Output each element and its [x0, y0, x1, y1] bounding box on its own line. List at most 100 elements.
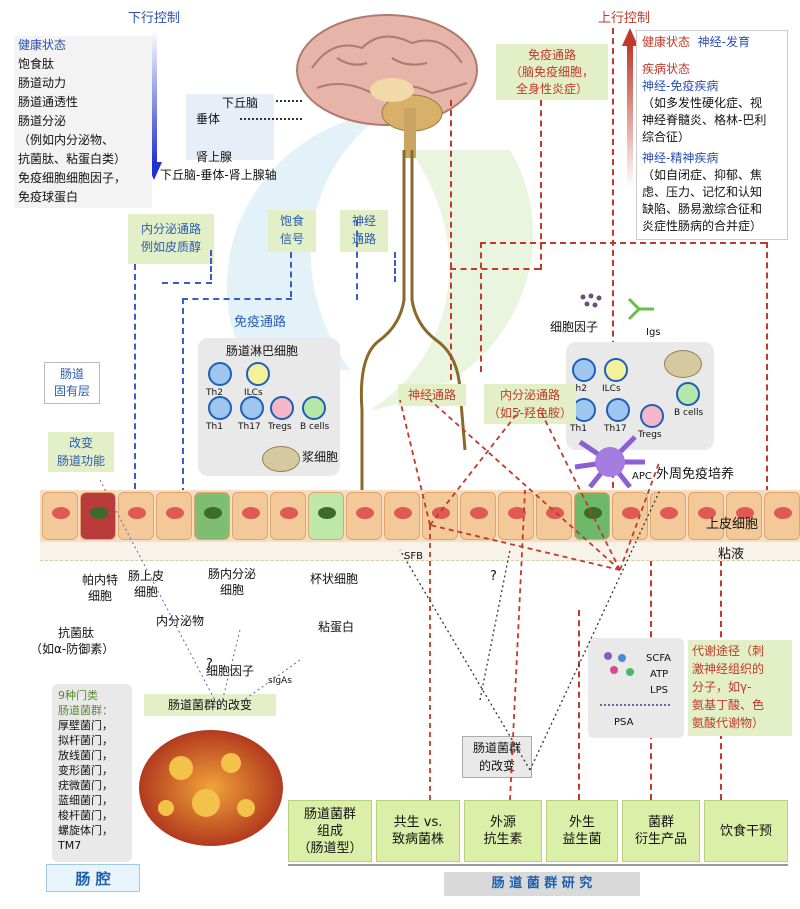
neuro-psych-line-2: 缺陷、肠易激综合征和 — [642, 202, 763, 216]
right-cell-label-0: Th2 — [570, 384, 587, 394]
down-line-8 — [394, 252, 396, 282]
research-box-text: 外源抗生素 — [483, 814, 522, 848]
pituitary: 垂体 — [196, 112, 221, 126]
cell-nucleus — [242, 507, 260, 519]
endocrine-pathway-red: 内分泌通路 （如5-羟色胺） — [484, 384, 576, 424]
neuro-immune-disease: 神经-免疫疾病 — [642, 79, 719, 93]
neuro-immune-line-0: （如多发性硬化症、视 — [642, 96, 763, 110]
health-item-7: 免疫球蛋白 — [18, 190, 79, 204]
question-2: ? — [206, 657, 213, 672]
amp-label: 抗菌肽 — [58, 626, 95, 640]
mucus-band — [40, 542, 800, 561]
research-box-3: 外生益生菌 — [546, 800, 618, 862]
bacteria-illustration — [139, 730, 283, 846]
change-line-1: 肠道功能 — [56, 454, 105, 468]
up-control-arrow — [622, 28, 638, 188]
microbiota-change-line-1: 的改变 — [478, 759, 515, 773]
neuro-psych-line-3: 炎症性肠病的合并症） — [642, 219, 763, 233]
endocrine-line-0: 内分泌通路 — [140, 222, 201, 236]
research-line-0: 肠道菌群 — [303, 806, 356, 822]
phyla-title-line-1: 肠道菌群： — [58, 704, 113, 717]
health-state-list: 饱食肽肠道动力肠道通透性肠道分泌（例如内分泌物、抗菌肽、粘蛋白类）免疫细胞细胞因… — [14, 55, 152, 207]
lamina-line-1: 固有层 — [53, 384, 90, 398]
immune-pathway-brain: 免疫通路（脑免疫细胞，全身性炎症） — [496, 44, 608, 100]
hpa-box — [186, 94, 274, 160]
neuro-psych-line-1: 虑、压力、记忆和认知 — [642, 185, 763, 199]
metabolic-line-0: 代谢途径（刺 — [692, 644, 765, 658]
health-state-title: 健康状态 — [18, 38, 67, 52]
metabolic-line-1: 激神经组织的 — [692, 662, 765, 676]
microbiota-change-center: 肠道菌群的改变 — [462, 736, 532, 778]
lymph-cell-5 — [302, 396, 326, 420]
right-plasma-cell — [664, 350, 702, 378]
apc-label: APC — [632, 471, 652, 482]
up-line-2 — [450, 100, 452, 380]
epithelial-cell-4 — [194, 492, 230, 540]
endocrine-cell-label: 肠内分泌细胞 — [208, 566, 256, 598]
phyla-title: 9种门类肠道菌群： — [58, 688, 126, 718]
up-line-6 — [480, 242, 766, 244]
research-box-text: 菌群衍生产品 — [635, 814, 687, 848]
cell-nucleus — [280, 507, 298, 519]
endocrine-red-line-0: 内分泌通路 — [499, 388, 560, 402]
siga-label: sIgAs — [268, 676, 292, 686]
right-cell-label-2: Th1 — [570, 424, 587, 434]
phylum-1: 拟杆菌门， — [58, 734, 113, 747]
psa-wave — [600, 704, 670, 714]
cytokine-dots — [580, 293, 602, 308]
cell-nucleus — [318, 507, 336, 519]
plasma-cell-shape — [262, 446, 300, 472]
research-box-2: 外源抗生素 — [464, 800, 542, 862]
lymph-cell-1 — [246, 362, 270, 386]
cell-nucleus — [394, 507, 412, 519]
research-title: 肠 道 菌 群 研 究 — [444, 872, 640, 896]
endocrine-red-line-1: （如5-羟色胺） — [488, 406, 572, 420]
up-line-1 — [612, 28, 614, 498]
neuro-immune-desc: （如多发性硬化症、视神经脊髓炎、格林-巴利综合征） — [642, 95, 782, 146]
down-line-2 — [210, 250, 212, 280]
phylum-7: 螺旋体门， — [58, 824, 113, 837]
phyla-list: 厚壁菌门，拟杆菌门，放线菌门，变形菌门，疣微菌门，蓝细菌门，梭杆菌门，螺旋体门，… — [58, 718, 126, 853]
health-item-3: 肠道分泌 — [18, 114, 67, 128]
gut-lymphocytes-title: 肠道淋巴细胞 — [226, 344, 299, 358]
neuro-psych-line-0: （如自闭症、抑郁、焦 — [642, 168, 763, 182]
research-line-0: 外生 — [568, 815, 595, 830]
down-line-1 — [134, 264, 136, 489]
epithelial-cell-14 — [574, 492, 610, 540]
down-line-7 — [356, 220, 358, 300]
phyla-panel: 9种门类肠道菌群： 厚壁菌门，拟杆菌门，放线菌门，变形菌门，疣微菌门，蓝细菌门，… — [52, 684, 132, 862]
plasma-cell-label: 浆细胞 — [302, 450, 339, 464]
research-line-1: 组成 — [316, 823, 343, 839]
research-line-1: 衍生产品 — [634, 832, 687, 847]
metabolic-molecules-box — [588, 638, 684, 738]
cytokines-gut-label: 细胞因子 — [206, 664, 255, 678]
neural-pathway-box: 神经通路 — [340, 210, 388, 252]
cell-nucleus — [584, 507, 602, 519]
lps-label: LPS — [650, 685, 668, 696]
right-cell-4 — [640, 404, 664, 428]
epithelial-line-0: 肠上皮 — [128, 569, 165, 583]
endocrine-cell-line-1: 细胞 — [220, 583, 245, 597]
lymph-cell-label-4: Tregs — [268, 422, 292, 432]
health-item-5: 抗菌肽、粘蛋白类） — [18, 152, 127, 166]
epithelial-cell-12 — [498, 492, 534, 540]
paneth-cell-label: 帕内特细胞 — [82, 572, 118, 604]
endocrine-line-1: 例如皮质醇 — [140, 240, 201, 254]
metabolic-line-2: 分子，如γ- — [692, 680, 752, 694]
right-health-state: 健康状态 — [642, 35, 691, 49]
health-item-2: 肠道通透性 — [18, 95, 79, 109]
health-item-1: 肠道动力 — [18, 76, 67, 90]
right-cell-label-3: Th17 — [604, 424, 627, 434]
igs-label: Igs — [646, 327, 661, 338]
research-box-text: 共生 vs.致病菌株 — [392, 814, 444, 848]
research-line-2: （肠道型） — [297, 840, 363, 856]
hypothalamus: 下丘脑 — [222, 96, 259, 110]
lymph-cell-label-2: Th1 — [206, 422, 223, 432]
research-box-1: 共生 vs.致病菌株 — [376, 800, 460, 862]
up-line-5 — [766, 242, 768, 492]
cell-nucleus — [774, 507, 792, 519]
up-line-4 — [540, 100, 542, 270]
lymph-cell-label-3: Th17 — [238, 422, 261, 432]
epithelial-cell-0 — [42, 492, 78, 540]
phylum-0: 厚壁菌门， — [58, 719, 113, 732]
